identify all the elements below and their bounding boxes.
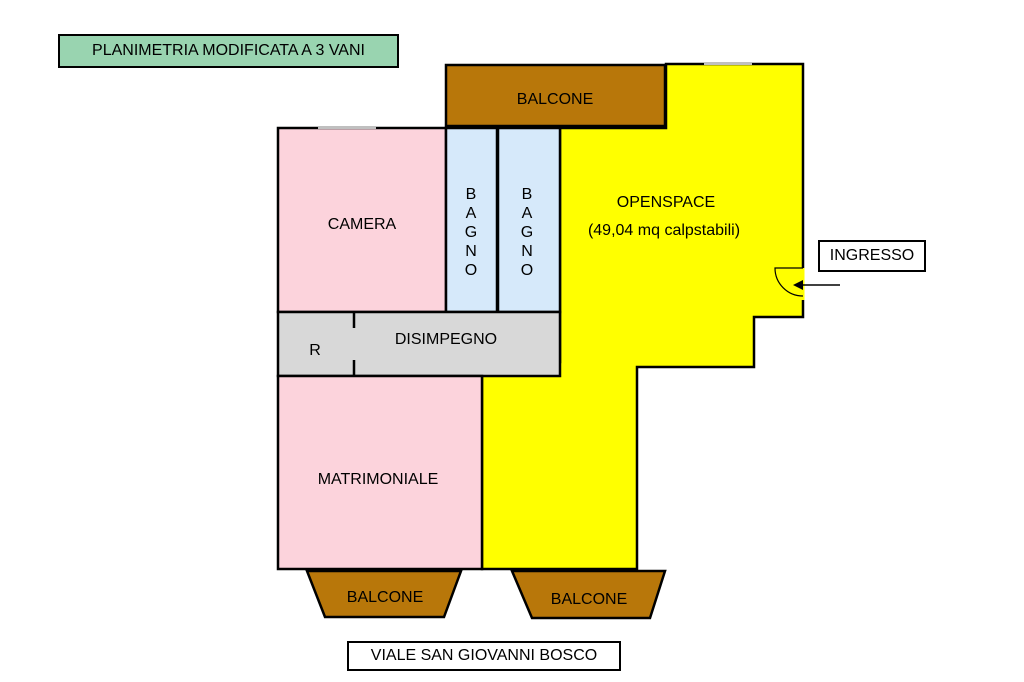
room-matrimoniale <box>276 374 484 571</box>
street-label: VIALE SAN GIOVANNI BOSCO <box>347 641 621 671</box>
room-bagno-2 <box>496 126 562 314</box>
entrance-door-icon <box>774 267 804 297</box>
room-bagno-1 <box>444 126 499 314</box>
entrance-arrow-icon <box>793 280 840 290</box>
room-disimpegno <box>276 310 562 378</box>
svg-text:O: O <box>465 262 477 279</box>
svg-text:N: N <box>465 243 477 260</box>
label-bagno-2: B A G N O <box>521 186 533 279</box>
label-balcone-bottom-right: BALCONE <box>551 591 627 608</box>
svg-text:G: G <box>465 224 477 241</box>
balcony-bottom-left <box>305 569 463 619</box>
label-balcone-top: BALCONE <box>517 91 593 108</box>
label-openspace-area: (49,04 mq calpstabili) <box>588 222 740 239</box>
label-openspace: OPENSPACE <box>617 194 715 211</box>
svg-text:N: N <box>521 243 533 260</box>
entrance-label: INGRESSO <box>818 240 926 272</box>
label-disimpegno: DISIMPEGNO <box>395 331 497 348</box>
balcony-top <box>444 63 667 128</box>
svg-text:O: O <box>521 262 533 279</box>
label-ripostiglio: R <box>309 342 321 359</box>
svg-text:B: B <box>522 186 533 203</box>
svg-text:A: A <box>522 205 533 222</box>
svg-text:G: G <box>521 224 533 241</box>
svg-text:B: B <box>466 186 477 203</box>
label-balcone-bottom-left: BALCONE <box>347 589 423 606</box>
balcony-bottom-right <box>510 569 667 620</box>
label-camera: CAMERA <box>328 216 397 233</box>
plan-title: PLANIMETRIA MODIFICATA A 3 VANI <box>58 34 399 68</box>
label-bagno-1: B A G N O <box>465 186 477 279</box>
svg-text:A: A <box>466 205 477 222</box>
label-matrimoniale: MATRIMONIALE <box>318 471 439 488</box>
